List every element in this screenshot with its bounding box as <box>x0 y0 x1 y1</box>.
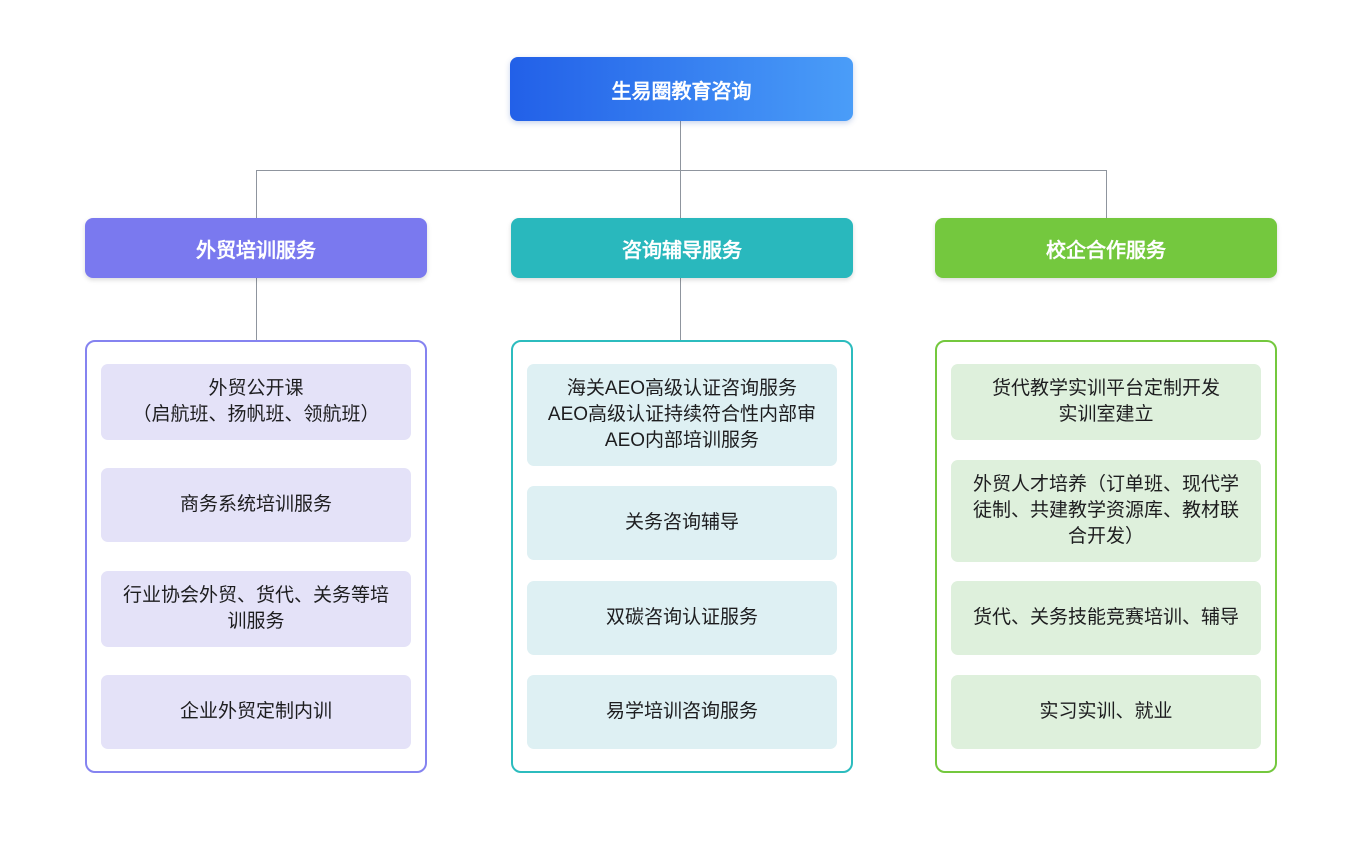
service-item-label: 外贸人才培养（订单班、现代学徒制、共建教学资源库、教材联合开发） <box>972 473 1239 547</box>
branch-header-label: 外贸培训服务 <box>196 239 316 262</box>
service-item[interactable]: 双碳咨询认证服务 <box>527 580 837 655</box>
connector-branch1-drop-line <box>256 170 257 218</box>
service-item[interactable]: 海关AEO高级认证咨询服务 AEO高级认证持续符合性内部审 AEO内部培训服务 <box>527 364 837 466</box>
service-item[interactable]: 实习实训、就业 <box>951 674 1261 749</box>
service-item[interactable]: 外贸公开课 （启航班、扬帆班、领航班） <box>101 364 411 440</box>
branch-panel-foreign-trade-training: 外贸公开课 （启航班、扬帆班、领航班） 商务系统培训服务 行业协会外贸、货代、关… <box>85 340 427 773</box>
service-item-label: 货代、关务技能竞赛培训、辅导 <box>972 607 1239 629</box>
service-item[interactable]: 行业协会外贸、货代、关务等培训服务 <box>101 570 411 647</box>
root-node[interactable]: 生易圈教育咨询 <box>510 57 853 121</box>
branch-header-consulting-coaching[interactable]: 咨询辅导服务 <box>511 218 853 278</box>
connector-branch2-panel-line <box>680 278 681 340</box>
service-item-label: 行业协会外贸、货代、关务等培训服务 <box>122 584 389 632</box>
branch-header-label: 咨询辅导服务 <box>622 239 742 262</box>
branch-header-foreign-trade-training[interactable]: 外贸培训服务 <box>85 218 427 278</box>
service-item-label: 实习实训、就业 <box>1039 700 1173 722</box>
service-item[interactable]: 企业外贸定制内训 <box>101 674 411 749</box>
service-item[interactable]: 关务咨询辅导 <box>527 486 837 561</box>
branch-header-label: 校企合作服务 <box>1046 239 1166 262</box>
connector-horizontal-rail-line <box>256 170 1106 171</box>
service-item-label: 货代教学实训平台定制开发 实训室建立 <box>991 378 1220 425</box>
connector-branch3-drop-line <box>1106 170 1107 218</box>
service-item-label: 海关AEO高级认证咨询服务 AEO高级认证持续符合性内部审 AEO内部培训服务 <box>547 378 817 451</box>
service-item-label: 商务系统培训服务 <box>179 494 332 516</box>
branch-panel-school-enterprise-cooperation: 货代教学实训平台定制开发 实训室建立 外贸人才培养（订单班、现代学徒制、共建教学… <box>935 340 1277 773</box>
service-item-label: 双碳咨询认证服务 <box>605 606 758 628</box>
service-item-label: 易学培训咨询服务 <box>605 700 758 722</box>
service-item[interactable]: 外贸人才培养（订单班、现代学徒制、共建教学资源库、教材联合开发） <box>951 459 1261 562</box>
service-item[interactable]: 货代教学实训平台定制开发 实训室建立 <box>951 364 1261 440</box>
root-node-label: 生易圈教育咨询 <box>611 80 752 103</box>
service-item[interactable]: 易学培训咨询服务 <box>527 674 837 749</box>
service-item[interactable]: 货代、关务技能竞赛培训、辅导 <box>951 581 1261 656</box>
service-item-label: 企业外贸定制内训 <box>179 700 332 722</box>
connector-branch1-panel-line <box>256 278 257 340</box>
service-item-label: 关务咨询辅导 <box>624 512 739 534</box>
branch-header-school-enterprise-cooperation[interactable]: 校企合作服务 <box>935 218 1277 278</box>
service-item[interactable]: 商务系统培训服务 <box>101 468 411 543</box>
connector-branch2-drop-line <box>680 170 681 218</box>
service-item-label: 外贸公开课 （启航班、扬帆班、领航班） <box>132 378 380 425</box>
connector-root-stem-line <box>680 121 681 170</box>
branch-panel-consulting-coaching: 海关AEO高级认证咨询服务 AEO高级认证持续符合性内部审 AEO内部培训服务 … <box>511 340 853 773</box>
